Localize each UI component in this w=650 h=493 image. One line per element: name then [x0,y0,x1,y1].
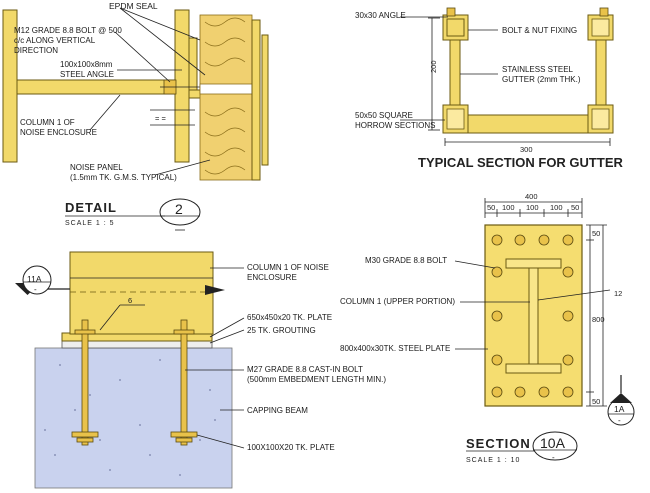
panel-outer-sheet [261,34,269,166]
label-column-noise: COLUMN 1 OF NOISE [247,263,329,272]
label-m12-bolt-2: c/c ALONG VERTICAL [14,36,96,45]
section-marker-1a-sub: - [618,416,621,425]
section-10a-drawing [454,198,635,461]
dim-top-1: 50 [487,203,495,212]
section-number: 10A [540,435,566,451]
dim-top-5: 50 [571,203,579,212]
label-base-plate: 650x450x20 TK. PLATE [247,313,332,322]
label-m12-bolt-1: M12 GRADE 8.8 BOLT @ 500 [14,26,122,35]
detail-2-drawing: = = [2,7,269,181]
label-capping-beam: CAPPING BEAM [247,406,308,415]
gutter-left-wall [449,39,461,111]
dim-right-3: 50 [592,397,600,406]
cast-in-bolt-left [81,319,89,446]
dim-right-1: 50 [592,229,600,238]
section-marker-11a-sub: - [34,285,37,294]
capping-beam [34,347,233,489]
gutter-bolt-left [446,7,456,17]
label-noise-panel: NOISE PANEL [70,163,123,172]
label-steel-angle: STEEL ANGLE [60,70,114,79]
label-anchor-plate: 100X100X20 TK. PLATE [247,443,335,452]
gutter-drawing [400,7,614,146]
label-angle-size: 100x100x8mm [60,60,113,69]
section-marker-1a: 1A [614,404,625,414]
anchor-plate-left [71,431,99,438]
detail-number: 2 [175,201,183,217]
label-column-1: COLUMN 1 OF [20,118,75,127]
detail-number-circle [159,198,201,226]
column-web [16,79,176,95]
label-square-hollow-1: 50x50 SQUARE [355,111,413,120]
svg-text:= =: = = [155,114,166,123]
base-plate-drawing [15,251,245,489]
section-number-sub: - [552,453,555,462]
noise-panel [199,14,253,181]
section-scale: SCALE 1 : 10 [466,457,520,464]
panel-back-sheet [251,19,261,181]
weld-size-6: 6 [128,296,132,305]
i-section-top-flange [505,258,562,269]
gutter-right-wall [595,39,607,111]
gutter-height-dim: 200 [429,60,438,73]
label-30x30-angle: 30x30 ANGLE [355,11,406,20]
dim-top-4: 100 [550,203,563,212]
gutter-bolt-right [599,7,609,17]
label-cast-in-bolt-1: M27 GRADE 8.8 CAST-IN BOLT [247,365,363,374]
label-noise-enclosure: NOISE ENCLOSURE [20,128,97,137]
section-title: SECTION [466,436,531,451]
label-square-hollow-2: HORROW SECTIONS [355,121,435,130]
cast-in-bolt-right [180,319,188,446]
label-stainless-gutter-2: GUTTER (2mm THK.) [502,75,581,84]
label-panel-thickness: (1.5mm TK. G.M.S. TYPICAL) [70,173,177,182]
column-base [69,251,214,335]
i-section-web [528,267,539,365]
gutter-width-dim: 300 [520,145,533,154]
gutter-base [467,114,589,134]
label-cast-in-bolt-2: (500mm EMBEDMENT LENGTH MIN.) [247,375,386,384]
section-number-circle [532,431,578,461]
dim-right-2: 800 [592,315,605,324]
label-epdm-seal: EPDM SEAL [109,1,158,11]
detail-scale: SCALE 1 : 5 [65,220,115,227]
anchor-plate-right [170,431,198,438]
nut-right [173,329,195,335]
plate-width-dim: 400 [525,192,538,201]
label-m30-bolt: M30 GRADE 8.8 BOLT [365,256,447,265]
label-column-upper: COLUMN 1 (UPPER PORTION) [340,297,455,306]
label-bolt-nut-fixing: BOLT & NUT FIXING [502,26,577,35]
label-enclosure: ENCLOSURE [247,273,297,282]
detail-2-title-block: DETAIL 2 SCALE 1 : 5 [65,198,201,231]
dim-top-3: 100 [526,203,539,212]
detail-title: DETAIL [65,200,117,215]
section-marker-11a: 11A [27,274,42,284]
nut-left [74,329,96,335]
label-stainless-gutter-1: STAINLESS STEEL [502,65,574,74]
weld-size-12: 12 [614,289,622,298]
label-steel-plate: 800x400x30TK. STEEL PLATE [340,344,450,353]
dim-top-2: 100 [502,203,515,212]
gutter-title: TYPICAL SECTION FOR GUTTER [418,155,623,170]
i-section-bottom-flange [505,363,562,374]
label-m12-bolt-3: DIRECTION [14,46,58,55]
label-grouting: 25 TK. GROUTING [247,326,316,335]
